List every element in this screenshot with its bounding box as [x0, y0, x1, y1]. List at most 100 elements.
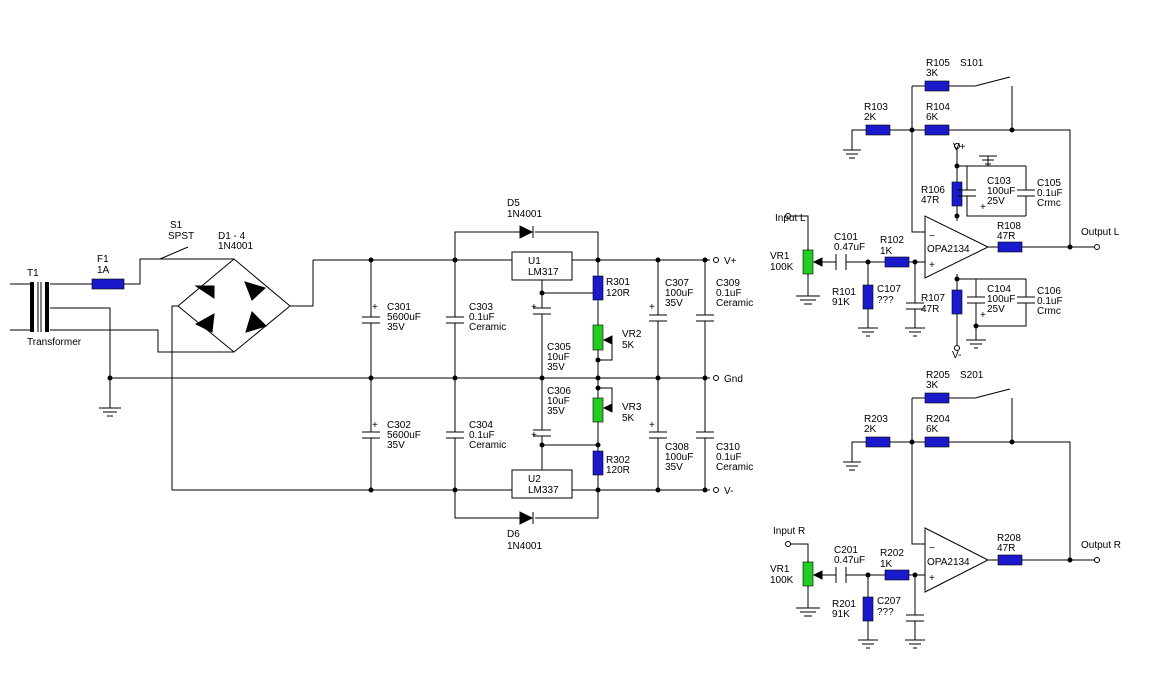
label-r105-value: 3K	[926, 68, 939, 79]
label-r106: R106	[921, 185, 945, 196]
label-vr2: VR2	[622, 329, 642, 340]
label-c207-value: ???	[877, 607, 894, 618]
resistor-r104	[924, 124, 950, 136]
terminal-output-l	[1094, 244, 1100, 250]
label-vplus-l: V+	[953, 142, 966, 153]
label-d5-value: 1N4001	[507, 209, 542, 220]
label-c305: C305	[547, 342, 571, 353]
label-r201-value: 91K	[832, 609, 850, 620]
opamp-right-plus: +	[929, 573, 935, 584]
label-opamp-right: OPA2134	[927, 557, 970, 568]
label-vminus: V-	[724, 486, 733, 497]
ground-symbol	[99, 407, 121, 417]
label-c303: C303	[469, 302, 493, 313]
resistor-r106	[951, 181, 963, 207]
label-t1: T1	[27, 268, 39, 279]
label-transformer: Transformer	[27, 337, 82, 348]
label-c307-v1: 100uF	[665, 288, 693, 299]
label-r104-value: 6K	[926, 112, 939, 123]
label-r204: R204	[926, 414, 950, 425]
label-r105: R105	[926, 58, 950, 69]
capacitor-plates-power	[362, 307, 714, 439]
plus-c301: +	[372, 302, 378, 313]
label-r203-value: 2K	[864, 424, 877, 435]
label-vminus-l: V-	[952, 350, 961, 361]
right-channel-parts	[796, 392, 1023, 649]
transformer	[30, 282, 49, 332]
label-r208-value: 47R	[997, 543, 1015, 554]
label-r107-value: 47R	[921, 304, 939, 315]
label-vr2-value: 5K	[622, 340, 635, 351]
label-s1-value: SPST	[168, 231, 194, 242]
resistor-r202	[884, 569, 910, 581]
label-d6-value: 1N4001	[507, 541, 542, 552]
terminal-output-r	[1094, 557, 1100, 563]
label-d1-4-value: 1N4001	[218, 241, 253, 252]
label-c201-value: 0.47uF	[834, 555, 865, 566]
resistor-r301	[592, 275, 604, 301]
label-r102-value: 1K	[880, 246, 893, 257]
plus-c103: +	[980, 202, 986, 213]
label-f1: F1	[97, 254, 109, 265]
label-c106: C106	[1037, 286, 1061, 297]
pot-vr2	[592, 324, 604, 351]
label-s1: S1	[170, 220, 183, 231]
label-s201: S201	[960, 370, 984, 381]
label-u1-value: LM317	[528, 267, 559, 278]
opamp-right-minus: −	[929, 543, 935, 554]
resistor-r107	[951, 289, 963, 315]
plus-c302: +	[372, 420, 378, 431]
label-r103-value: 2K	[864, 112, 877, 123]
label-c207: C207	[877, 596, 901, 607]
label-d5: D5	[507, 198, 520, 209]
label-f1-value: 1A	[97, 265, 110, 276]
label-c104: C104	[987, 284, 1011, 295]
terminal-input-r	[785, 541, 791, 547]
power-labels: T1 Transformer F1 1A S1 SPST D1 - 4 1N40…	[27, 198, 753, 552]
terminal-input-l	[785, 213, 791, 219]
label-vr1-l-value: 100K	[770, 262, 794, 273]
label-input-r: Input R	[773, 526, 805, 537]
junction-dots-power	[107, 257, 708, 493]
label-c304: C304	[469, 420, 493, 431]
label-c308-v1: 100uF	[665, 452, 693, 463]
resistor-r204	[924, 436, 950, 448]
label-c302-v2: 35V	[387, 440, 405, 451]
pot-vr1-right	[802, 561, 814, 587]
label-r204-value: 6K	[926, 424, 939, 435]
label-c306: C306	[547, 386, 571, 397]
label-c105: C105	[1037, 178, 1061, 189]
resistor-r103	[865, 124, 891, 136]
label-c107: C107	[877, 284, 901, 295]
terminal-vplus	[713, 257, 719, 263]
left-channel-dots	[865, 127, 1073, 329]
label-r101: R101	[832, 287, 856, 298]
fuse-f1	[91, 278, 125, 290]
label-c301-v1: 5600uF	[387, 312, 421, 323]
terminal-vminus-l	[954, 345, 960, 351]
label-r101-value: 91K	[832, 297, 850, 308]
left-channel-wiring	[790, 76, 1095, 346]
label-r301: R301	[606, 277, 630, 288]
label-c105-v1: 0.1uF	[1037, 188, 1063, 199]
label-r106-value: 47R	[921, 195, 939, 206]
label-r205-value: 3K	[926, 380, 939, 391]
label-c303-v2: Ceramic	[469, 322, 506, 333]
label-d6: D6	[507, 529, 520, 540]
resistor-r203	[865, 436, 891, 448]
label-r301-value: 120R	[606, 288, 630, 299]
label-r302-value: 120R	[606, 465, 630, 476]
label-vr1-r-value: 100K	[770, 575, 794, 586]
label-r202: R202	[880, 548, 904, 559]
label-c305-v1: 10uF	[547, 352, 570, 363]
bridge-rectifier	[177, 258, 291, 353]
plus-c305: +	[531, 302, 537, 313]
label-u2-value: LM337	[528, 485, 559, 496]
label-c104-v1: 100uF	[987, 294, 1015, 305]
label-r203: R203	[864, 414, 888, 425]
terminal-vplus-l	[954, 143, 960, 149]
label-c306-v2: 35V	[547, 406, 565, 417]
label-r104: R104	[926, 102, 950, 113]
label-c301: C301	[387, 302, 411, 313]
